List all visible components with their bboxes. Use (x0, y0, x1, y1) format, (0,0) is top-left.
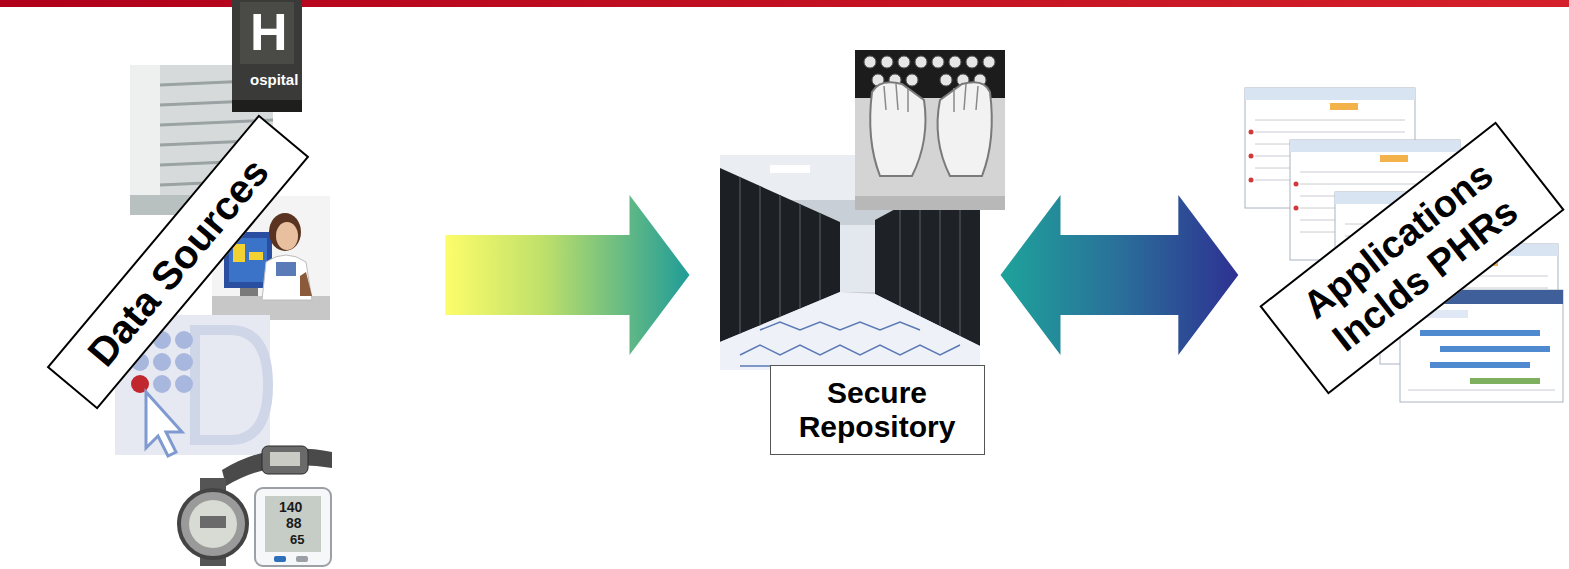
typewriter-photo (884, 86, 886, 110)
hospital-sign-photo (240, 2, 294, 64)
watch-device (189, 500, 237, 548)
lab-photo (262, 255, 312, 300)
server-room-photo (779, 195, 781, 318)
typewriter-photo (966, 56, 978, 68)
heart-rate-monitor (270, 452, 300, 466)
hospital-sign-photo (232, 0, 302, 112)
screenshot-window (1408, 390, 1555, 391)
lab-photo (276, 222, 298, 250)
typewriter-photo (915, 56, 927, 68)
watch-device (179, 490, 247, 558)
screenshot-window (1294, 182, 1299, 187)
typewriter-photo (983, 56, 995, 68)
display-reading: 88 (286, 516, 302, 530)
screenshot-window (1249, 154, 1254, 159)
lab-photo (269, 213, 301, 251)
screenshot-window (1255, 120, 1405, 121)
server-room-photo (740, 322, 980, 366)
node-text: Secure Repository (783, 376, 972, 445)
typewriter-photo (896, 84, 898, 110)
keypad-icon (175, 331, 193, 349)
keypad-icon (175, 353, 193, 371)
server-room-photo (759, 186, 761, 326)
screenshot-window (1249, 178, 1254, 183)
lab-photo (300, 272, 312, 296)
typewriter-photo (898, 56, 910, 68)
heart-rate-monitor (222, 446, 332, 486)
typewriter-photo (855, 50, 1005, 210)
typewriter-photo (938, 82, 992, 176)
blood-pressure-monitor (274, 556, 286, 562)
hospital-sign-photo (232, 100, 302, 112)
sign-text: ospital (250, 72, 298, 87)
screenshot-window (1249, 130, 1254, 135)
display-reading: 65 (290, 533, 304, 546)
server-room-photo (919, 196, 921, 316)
server-room-photo (740, 345, 960, 355)
typewriter-photo (906, 74, 918, 86)
typewriter-photo (855, 50, 1005, 210)
lab-photo (249, 252, 263, 260)
screenshot-window (1380, 155, 1408, 162)
server-room-photo (840, 225, 875, 292)
hospital-sign-photo (232, 0, 302, 112)
screenshot-window (1470, 378, 1540, 384)
typewriter-photo (976, 86, 978, 110)
keypad-icon (153, 353, 171, 371)
typewriter-photo (864, 56, 876, 68)
typewriter-photo (940, 74, 952, 86)
server-room-photo (899, 207, 901, 306)
screenshot-window (1440, 346, 1550, 352)
server-room-photo (770, 165, 810, 173)
sign-letter: H (250, 6, 288, 58)
lab-photo (276, 262, 296, 276)
screenshot-window (1294, 182, 1299, 211)
repository-box: Secure Repository (770, 365, 985, 455)
keypad-icon (175, 375, 193, 393)
blood-pressure-monitor (255, 488, 331, 566)
blood-pressure-monitor (296, 556, 308, 562)
screenshot-window (1249, 130, 1254, 183)
server-room-photo (819, 213, 821, 300)
screenshot-window (1408, 390, 1555, 391)
lab-photo (240, 288, 258, 296)
lab-photo (233, 244, 245, 262)
server-room-photo (760, 322, 920, 330)
typewriter-photo (964, 84, 966, 110)
typewriter-photo (870, 82, 925, 176)
screenshot-window (1430, 362, 1530, 368)
typewriter-photo (953, 88, 955, 112)
exchange-arrow (1001, 195, 1239, 355)
watch-device (200, 516, 226, 528)
screenshot-window (1420, 330, 1550, 368)
screenshot-window (1255, 132, 1405, 133)
screenshot-window (1300, 172, 1450, 173)
screenshot-window (1245, 88, 1415, 100)
server-room-photo (720, 292, 980, 370)
typewriter-photo (932, 56, 944, 68)
keypad-icon (153, 375, 171, 393)
typewriter-photo (881, 56, 893, 68)
flow-arrow (445, 195, 689, 355)
typewriter-photo (907, 88, 909, 112)
watch-device (179, 478, 247, 566)
keypad-icon (146, 392, 182, 456)
screenshot-window (1470, 378, 1540, 384)
display-reading: 140 (279, 500, 302, 514)
server-room-photo (799, 204, 801, 309)
screenshot-window (1420, 330, 1540, 336)
typewriter-photo (884, 84, 978, 112)
heart-rate-monitor (262, 446, 308, 474)
screenshot-window (1330, 103, 1358, 110)
building-photo (130, 65, 160, 215)
server-room-photo (739, 177, 741, 334)
blood-pressure-monitor (265, 496, 321, 552)
keypad-icon (195, 330, 268, 440)
screenshot-window (1290, 140, 1460, 152)
screenshot-window (1294, 206, 1299, 211)
blood-pressure-monitor (255, 488, 331, 566)
typewriter-photo (855, 196, 1005, 210)
typewriter-photo (949, 56, 961, 68)
